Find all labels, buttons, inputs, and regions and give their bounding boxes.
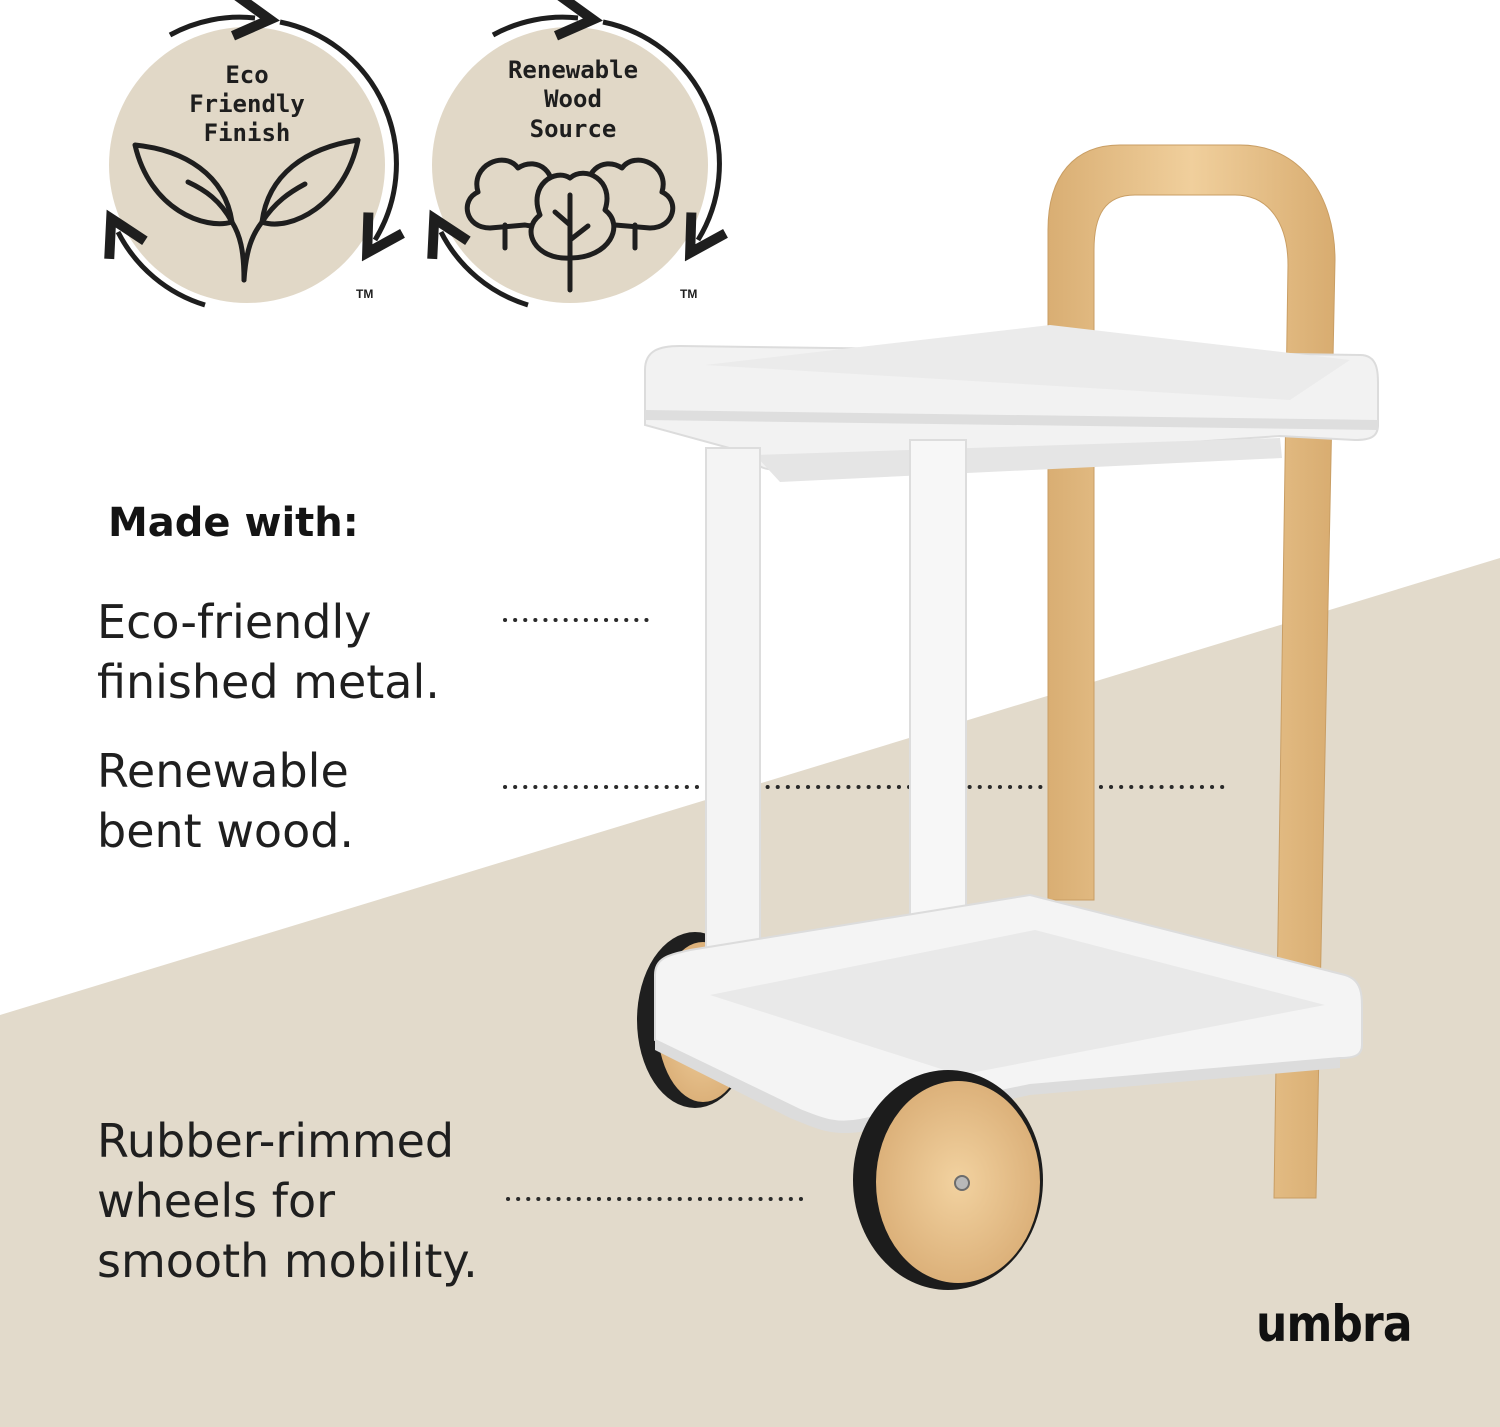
badge-2-line-2: Wood	[544, 85, 602, 113]
feature-wheels-line-1: Rubber-rimmed	[97, 1114, 455, 1168]
renewable-wood-source-badge: Renewable Wood Source TM	[432, 17, 719, 308]
bottom-tray	[654, 893, 1363, 1134]
feature-wheels-line-3: smooth mobility.	[97, 1234, 478, 1288]
top-tray	[644, 325, 1379, 482]
feature-wheels: Rubber-rimmed wheels for smooth mobility…	[97, 1111, 478, 1291]
wooden-handle	[1047, 144, 1336, 1199]
feature-wood-line-1: Renewable	[97, 744, 349, 798]
badge-2-line-1: Renewable	[508, 56, 638, 84]
recycle-arrows-icon	[168, 17, 255, 35]
trees-icon	[464, 157, 676, 293]
wheel-hub-bolt	[954, 1175, 970, 1191]
feature-wood: Renewable bent wood.	[97, 741, 354, 861]
eco-friendly-finish-badge: Eco Friendly Finish TM	[109, 17, 396, 308]
badge-2-line-3: Source	[530, 115, 617, 143]
feature-wheels-line-2: wheels for	[97, 1174, 335, 1228]
made-with-heading: Made with:	[108, 500, 359, 546]
feature-wood-line-2: bent wood.	[97, 804, 355, 858]
back-leg	[705, 447, 761, 949]
badge-1-line-3: Finish	[204, 119, 291, 147]
brand-logo: umbra	[1256, 1295, 1413, 1353]
feature-metal: Eco-friendly finished metal.	[97, 592, 440, 712]
badge-1-trademark: TM	[356, 287, 373, 301]
leaf-icon	[132, 137, 361, 283]
leader-lines	[503, 618, 1230, 1201]
badge-1-line-1: Eco	[225, 61, 268, 89]
bar-cart-illustration	[637, 144, 1379, 1290]
badge-1-line-2: Friendly	[189, 90, 305, 118]
feature-metal-line-1: Eco-friendly	[97, 595, 372, 649]
feature-metal-line-2: finished metal.	[97, 655, 440, 709]
badge-2-trademark: TM	[680, 287, 697, 301]
front-wheel	[853, 1070, 1043, 1290]
